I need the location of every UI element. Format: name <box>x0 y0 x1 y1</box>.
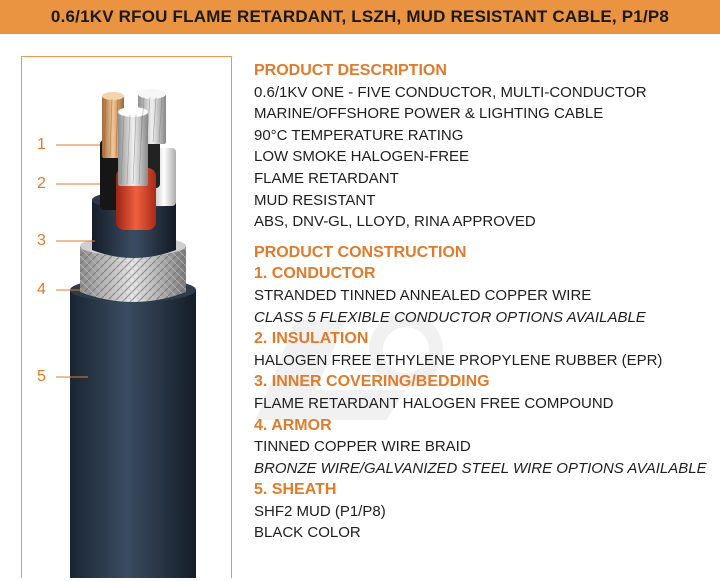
callout-3: 3 <box>37 232 46 249</box>
callout-1: 1 <box>37 136 46 153</box>
description-line: MUD RESISTANT <box>254 191 376 209</box>
spec-content: PRODUCT DESCRIPTION 0.6/1KV ONE - FIVE C… <box>254 60 714 544</box>
description-line: LOW SMOKE HALOGEN-FREE <box>254 148 470 166</box>
conductor-option-line: CLASS 5 FLEXIBLE CONDUCTOR OPTIONS AVAIL… <box>254 308 646 326</box>
conductor-3 <box>118 112 148 186</box>
cable-illustration <box>56 89 196 578</box>
sheath-layer <box>70 290 196 578</box>
product-construction-heading: PRODUCT CONSTRUCTION <box>254 243 467 261</box>
title-bar: 0.6/1KV RFOU FLAME RETARDANT, LSZH, MUD … <box>0 0 720 34</box>
background-logo-icon <box>256 313 443 420</box>
section-sheath-title: 5. SHEATH <box>254 481 337 499</box>
armor-line: TINNED COPPER WIRE BRAID <box>254 438 471 456</box>
sheath-line: SHF2 MUD (P1/P8) <box>254 502 386 520</box>
section-insulation-title: 2. INSULATION <box>254 330 369 348</box>
insulation-line: HALOGEN FREE ETHYLENE PROPYLENE RUBBER (… <box>254 351 663 369</box>
product-description-heading: PRODUCT DESCRIPTION <box>254 62 447 79</box>
callout-5: 5 <box>37 368 46 385</box>
description-line: 90°C TEMPERATURE RATING <box>254 126 464 144</box>
conductor-line: STRANDED TINNED ANNEALED COPPER WIRE <box>254 286 592 304</box>
sheath-line: BLACK COLOR <box>254 524 361 542</box>
image-frame <box>21 56 232 578</box>
description-line: 0.6/1KV ONE - FIVE CONDUCTOR, MULTI-COND… <box>254 83 647 101</box>
callout-4: 4 <box>37 281 46 298</box>
page-title: 0.6/1KV RFOU FLAME RETARDANT, LSZH, MUD … <box>50 7 670 26</box>
callout-2: 2 <box>37 175 46 192</box>
description-line: MARINE/OFFSHORE POWER & LIGHTING CABLE <box>254 105 604 123</box>
description-line: ABS, DNV-GL, LLOYD, RINA APPROVED <box>254 213 536 231</box>
section-armor-title: 4. ARMOR <box>254 416 332 434</box>
section-conductor-title: 1. CONDUCTOR <box>254 265 376 283</box>
section-bedding-title: 3. INNER COVERING/BEDDING <box>254 373 490 391</box>
description-line: FLAME RETARDANT <box>254 169 399 187</box>
armor-option-line: BRONZE WIRE/GALVANIZED STEEL WIRE OPTION… <box>254 459 707 477</box>
bedding-line: FLAME RETARDANT HALOGEN FREE COMPOUND <box>254 394 614 412</box>
